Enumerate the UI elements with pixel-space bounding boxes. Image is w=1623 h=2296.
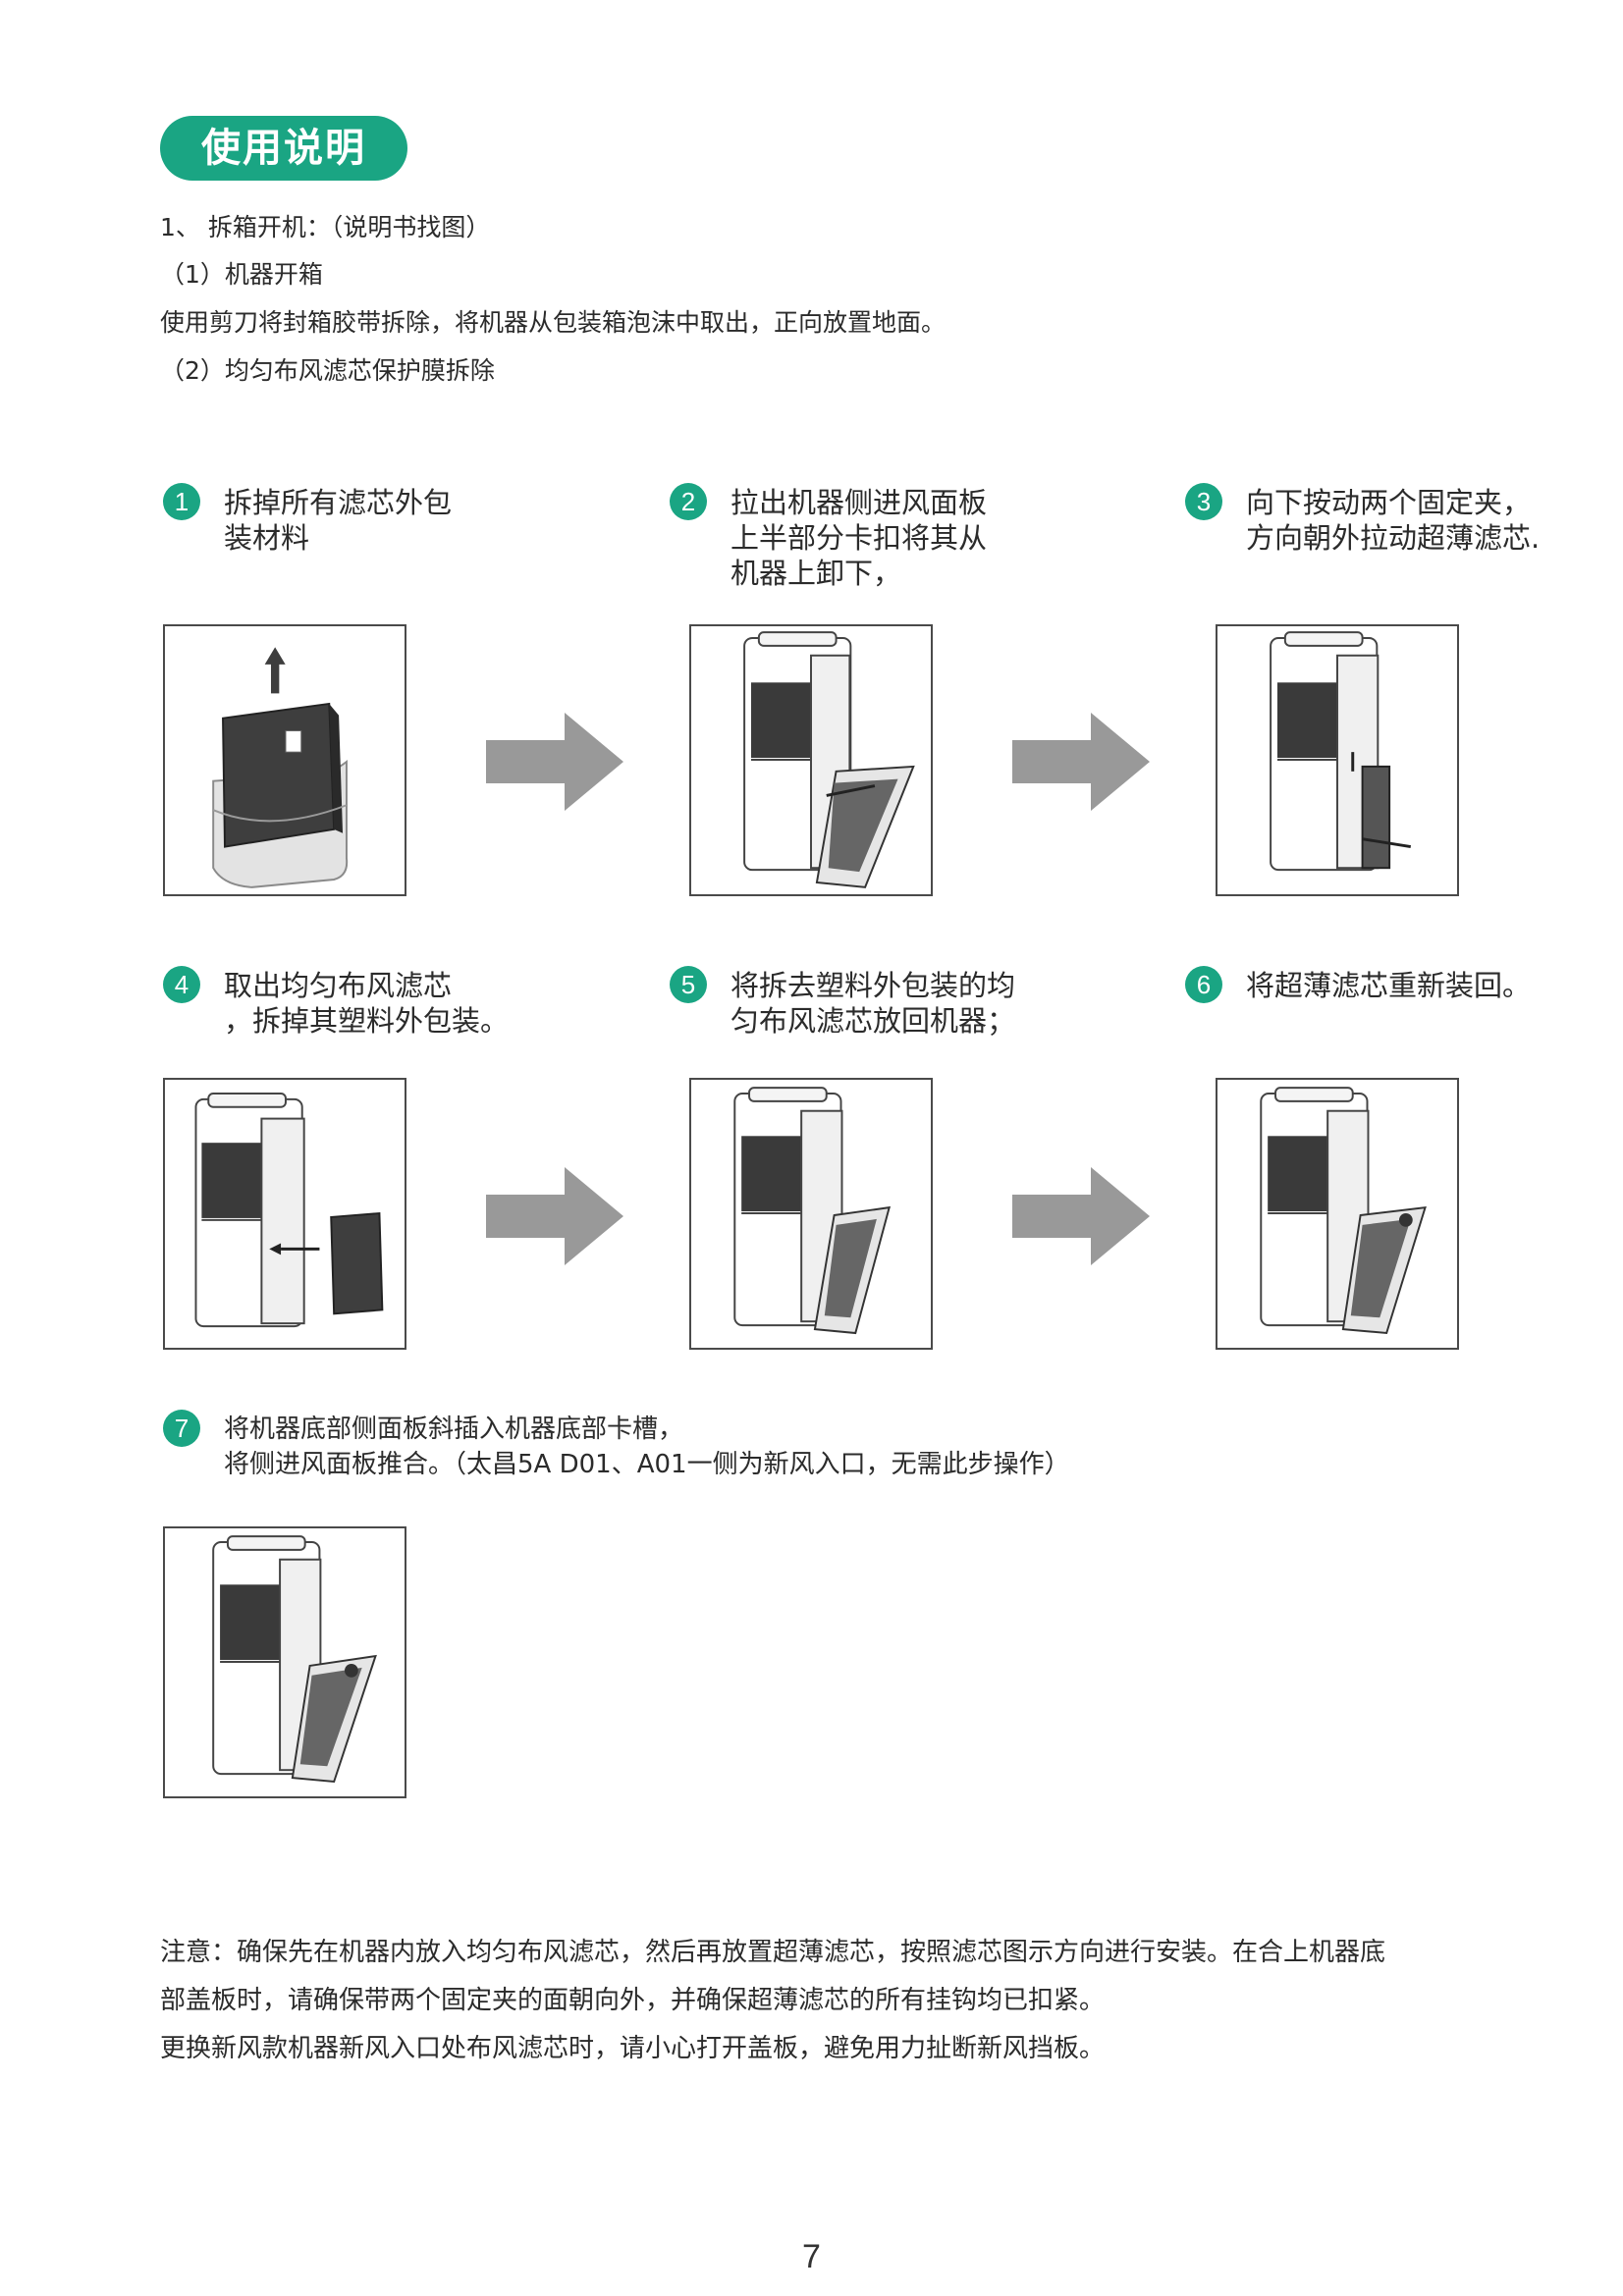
intro-line-3: 使用剪刀将封箱胶带拆除，将机器从包装箱泡沫中取出，正向放置地面。 bbox=[160, 308, 947, 337]
step-7-header: 7 将机器底部侧面板斜插入机器底部卡槽， 将侧进风面板推合。（太昌5A D01、… bbox=[163, 1410, 1070, 1482]
intro-line-4: （2）均匀布风滤芯保护膜拆除 bbox=[160, 356, 495, 385]
step-7-text: 将机器底部侧面板斜插入机器底部卡槽， 将侧进风面板推合。（太昌5A D01、A0… bbox=[224, 1415, 1070, 1479]
arrow-right-icon bbox=[1012, 1167, 1150, 1265]
step-6-header: 6 将超薄滤芯重新装回。 bbox=[1185, 966, 1532, 1003]
step-1-text: 拆掉所有滤芯外包 装材料 bbox=[224, 486, 453, 555]
step-5-header: 5 将拆去塑料外包装的均 匀布风滤芯放回机器； bbox=[670, 966, 1016, 1039]
section-title: 使用说明 bbox=[160, 116, 407, 181]
step-3-badge: 3 bbox=[1185, 483, 1222, 520]
figure-step-2 bbox=[689, 624, 933, 896]
figure-step-7 bbox=[163, 1526, 406, 1798]
step-2-text: 拉出机器侧进风面板 上半部分卡扣将其从 机器上卸下， bbox=[730, 486, 988, 590]
arrow-right-icon bbox=[486, 1167, 623, 1265]
note-line-2: 部盖板时，请确保带两个固定夹的面朝向外，并确保超薄滤芯的所有挂钩均已扣紧。 bbox=[160, 1986, 1106, 2015]
step-3-header: 3 向下按动两个固定夹， 方向朝外拉动超薄滤芯. bbox=[1185, 483, 1541, 556]
figure-step-3 bbox=[1216, 624, 1459, 896]
unit-side-panel-illustration bbox=[743, 631, 915, 888]
step-6-text: 将超薄滤芯重新装回。 bbox=[1246, 969, 1532, 1002]
arrow-right-icon bbox=[1012, 713, 1150, 811]
note-line-1: 注意：确保先在机器内放入均匀布风滤芯，然后再放置超薄滤芯，按照滤芯图示方向进行安… bbox=[160, 1938, 1386, 1967]
unit-reinstall-filter-illustration bbox=[1260, 1087, 1427, 1335]
step-4-text: 取出均匀布风滤芯 ，拆掉其塑料外包装。 bbox=[224, 969, 510, 1038]
figure-step-4 bbox=[163, 1078, 406, 1350]
step-2-badge: 2 bbox=[670, 483, 707, 520]
unit-filter-clips-illustration bbox=[1270, 631, 1412, 872]
step-6-badge: 6 bbox=[1185, 966, 1222, 1003]
step-4-header: 4 取出均匀布风滤芯 ，拆掉其塑料外包装。 bbox=[163, 966, 510, 1039]
figure-step-5 bbox=[689, 1078, 933, 1350]
arrow-right-icon bbox=[486, 713, 623, 811]
step-3-text: 向下按动两个固定夹， 方向朝外拉动超薄滤芯. bbox=[1246, 486, 1541, 555]
step-7-badge: 7 bbox=[163, 1410, 200, 1447]
figure-step-1 bbox=[163, 624, 406, 896]
note-line-3: 更换新风款机器新风入口处布风滤芯时，请小心打开盖板，避免用力扯断新风挡板。 bbox=[160, 2034, 1106, 2063]
page-number: 7 bbox=[802, 2238, 821, 2275]
step-2-header: 2 拉出机器侧进风面板 上半部分卡扣将其从 机器上卸下， bbox=[670, 483, 988, 591]
unit-close-panel-illustration bbox=[212, 1535, 377, 1784]
intro-line-2: （1）机器开箱 bbox=[160, 260, 323, 289]
step-4-badge: 4 bbox=[163, 966, 200, 1003]
step-1-badge: 1 bbox=[163, 483, 200, 520]
step-5-badge: 5 bbox=[670, 966, 707, 1003]
intro-line-1: 1、 拆箱开机：（说明书找图） bbox=[160, 213, 491, 241]
figure-step-6 bbox=[1216, 1078, 1459, 1350]
unit-insert-filter-illustration bbox=[733, 1087, 892, 1335]
filter-packaging-illustration bbox=[212, 644, 349, 888]
step-1-header: 1 拆掉所有滤芯外包 装材料 bbox=[163, 483, 453, 556]
step-5-text: 将拆去塑料外包装的均 匀布风滤芯放回机器； bbox=[730, 969, 1016, 1038]
unit-remove-filter-illustration bbox=[194, 1093, 384, 1328]
